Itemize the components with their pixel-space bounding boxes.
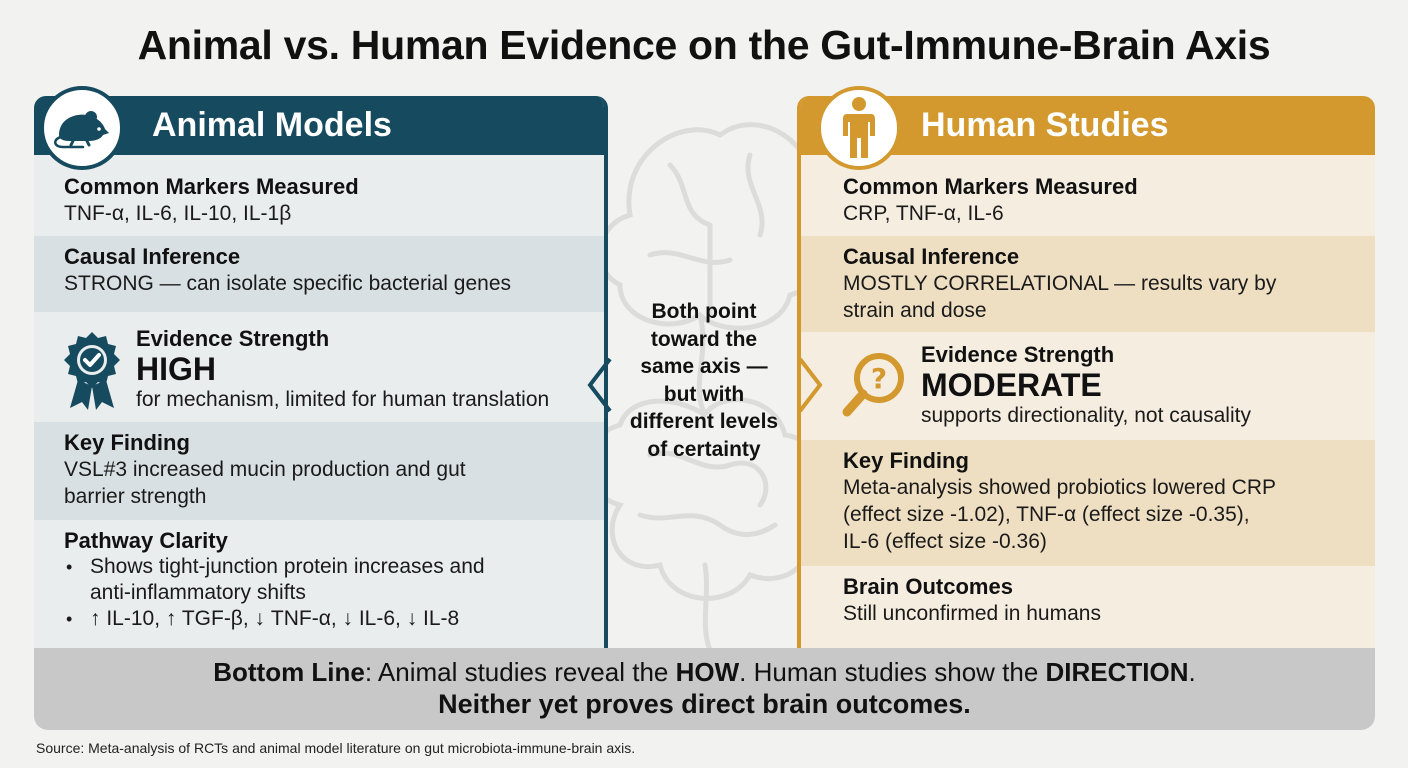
magnifier-question-icon: ?: [842, 353, 904, 417]
human-markers-row: Common Markers Measured CRP, TNF-α, IL-6: [801, 174, 1375, 227]
human-evidence-heading: Evidence Strength: [921, 342, 1115, 367]
animal-models-panel: Animal Models Common Markers Measured TN…: [34, 96, 608, 656]
animal-causal-row: Causal Inference STRONG — can isolate sp…: [34, 236, 604, 312]
human-panel-title: Human Studies: [921, 106, 1169, 144]
human-markers-heading: Common Markers Measured: [843, 174, 1138, 199]
human-finding-row: Key Finding Meta-analysis showed probiot…: [801, 440, 1375, 566]
human-evidence-level: MODERATE: [921, 367, 1102, 403]
human-evidence-row: ? Evidence Strength MODERATE supports di…: [801, 338, 1375, 438]
animal-finding-row: Key Finding VSL#3 increased mucin produc…: [34, 422, 604, 520]
human-causal-heading: Causal Inference: [843, 244, 1020, 269]
bottom-line-sentence: Bottom Line: Animal studies reveal the H…: [34, 656, 1375, 688]
list-item: Shows tight-junction protein increases a…: [64, 554, 586, 606]
mouse-icon: [54, 111, 109, 149]
center-note-line: of certainty: [647, 437, 761, 461]
animal-markers-heading: Common Markers Measured: [64, 174, 359, 199]
award-badge-icon: [64, 332, 120, 410]
human-causal-line2: strain and dose: [843, 299, 987, 322]
human-causal-row: Causal Inference MOSTLY CORRELATIONAL — …: [801, 236, 1375, 332]
human-finding-line2: (effect size -1.02), TNF-α (effect size …: [843, 503, 1250, 526]
bottom-line-label: Bottom Line: [213, 657, 365, 687]
animal-panel-header: Animal Models: [34, 96, 604, 155]
human-brain-heading: Brain Outcomes: [843, 574, 1013, 599]
center-note: Both point toward the same axis — but wi…: [612, 298, 796, 463]
animal-markers-text: TNF-α, IL-6, IL-10, IL-1β: [64, 202, 292, 225]
list-item: ↑ IL-10, ↑ TGF-β, ↓ TNF-α, ↓ IL-6, ↓ IL-…: [64, 606, 586, 632]
center-note-line: same axis —: [640, 355, 768, 378]
page-title: Animal vs. Human Evidence on the Gut-Imm…: [137, 22, 1271, 68]
human-studies-panel: Human Studies Common Markers Measured CR…: [797, 96, 1375, 656]
animal-pathway-heading: Pathway Clarity: [64, 528, 228, 553]
animal-finding-line1: VSL#3 increased mucin production and gut: [64, 458, 466, 481]
human-finding-line3: IL-6 (effect size -0.36): [843, 530, 1047, 553]
animal-evidence-row: Evidence Strength HIGH for mechanism, li…: [34, 316, 604, 420]
animal-finding-heading: Key Finding: [64, 430, 190, 455]
center-note-line: but with: [663, 382, 745, 406]
animal-evidence-level: HIGH: [136, 351, 216, 387]
bottom-line-text: : Animal studies reveal the: [364, 657, 676, 687]
animal-pathway-list: Shows tight-junction protein increases a…: [64, 554, 586, 632]
animal-evidence-heading: Evidence Strength: [136, 326, 330, 351]
human-finding-heading: Key Finding: [843, 448, 969, 473]
human-brain-text: Still unconfirmed in humans: [843, 602, 1101, 625]
animal-pathway-bullet1-line2: anti-inflammatory shifts: [90, 581, 306, 604]
animal-evidence-note: for mechanism, limited for human transla…: [136, 388, 550, 411]
bottom-line-conclusion: Neither yet proves direct brain outcomes…: [438, 689, 971, 719]
bottom-line-text: .: [1188, 657, 1196, 687]
center-note-line: different levels: [629, 410, 779, 433]
animal-finding-line2: barrier strength: [64, 485, 207, 508]
svg-text:?: ?: [871, 362, 887, 395]
human-evidence-note: supports directionality, not causality: [921, 404, 1251, 427]
bottom-line-text: . Human studies show the: [739, 657, 1046, 687]
animal-markers-row: Common Markers Measured TNF-α, IL-6, IL-…: [34, 174, 604, 227]
human-icon-circle: [817, 86, 901, 170]
animal-pathway-bullet1-line1: Shows tight-junction protein increases a…: [90, 555, 485, 578]
source-note: Source: Meta-analysis of RCTs and animal…: [36, 740, 636, 756]
animal-causal-heading: Causal Inference: [64, 244, 241, 269]
bottom-line-direction: DIRECTION: [1045, 657, 1189, 687]
human-finding-line1: Meta-analysis showed probiotics lowered …: [843, 476, 1277, 499]
human-causal-line1: MOSTLY CORRELATIONAL — results vary by: [843, 272, 1277, 295]
animal-causal-text: STRONG — can isolate specific bacterial …: [64, 272, 512, 295]
person-icon: [843, 97, 875, 158]
animal-panel-title: Animal Models: [152, 106, 392, 144]
chevron-left-icon: [587, 357, 612, 413]
chevron-right-icon: [798, 357, 823, 413]
animal-pathway-row: Pathway Clarity Shows tight-junction pro…: [34, 528, 604, 632]
human-brain-row: Brain Outcomes Still unconfirmed in huma…: [801, 574, 1375, 627]
center-note-line: Both point: [651, 300, 757, 323]
center-note-line: toward the: [650, 327, 758, 351]
human-markers-text: CRP, TNF-α, IL-6: [843, 202, 1004, 225]
bottom-line-how: HOW: [675, 657, 740, 687]
animal-icon-circle: [40, 86, 124, 170]
bottom-line-banner: Bottom Line: Animal studies reveal the H…: [34, 648, 1375, 730]
